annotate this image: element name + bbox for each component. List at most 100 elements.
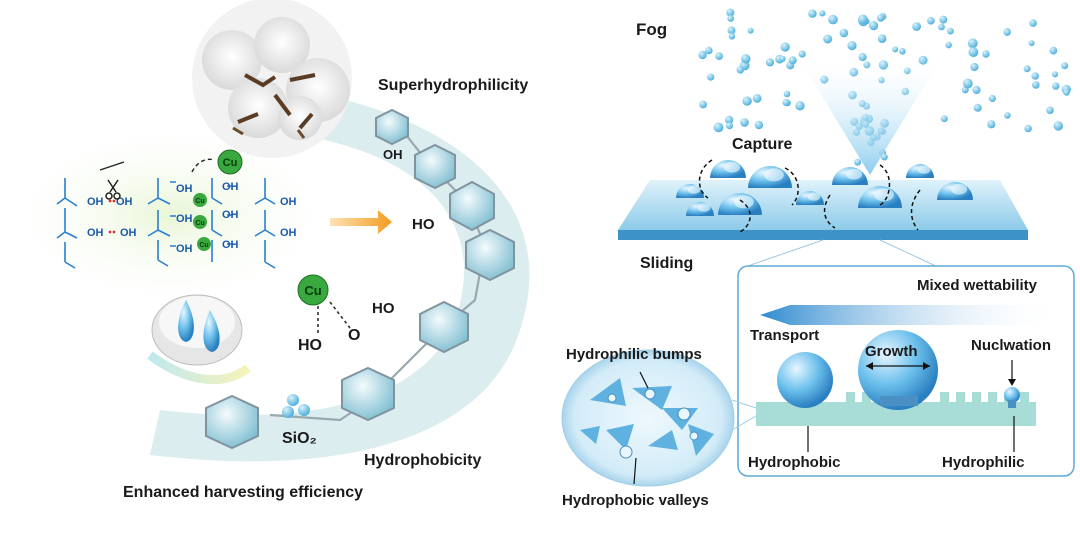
fog-droplet: [788, 56, 797, 65]
fog-droplet: [742, 96, 752, 106]
capture-label: Capture: [732, 136, 793, 153]
hydrophilic-bumps-label: Hydrophilic bumps: [566, 346, 702, 363]
cellulose-chains: [56, 178, 276, 269]
fog-droplet: [1049, 46, 1058, 55]
surface-zoom-bubble: [561, 349, 735, 487]
zoom-lines: [741, 239, 941, 269]
fog-droplet: [713, 122, 724, 133]
mixed-wettability-label: Mixed wettability: [917, 277, 1038, 294]
cu-ion-molecule: [297, 274, 329, 306]
fog-droplet: [927, 17, 935, 25]
surface-pillar: [988, 392, 997, 404]
fog-droplet: [1061, 62, 1069, 70]
fog-droplet: [1063, 89, 1070, 96]
surface-pillar: [862, 392, 871, 404]
surface-pillar: [972, 392, 981, 404]
droplet-highlight: [917, 165, 931, 174]
droplet-highlight: [764, 168, 784, 182]
hydrophobicity-label: Hydrophobicity: [364, 452, 482, 469]
hydroxyl-ho-label: HO: [372, 300, 395, 317]
benzene-rings: [205, 108, 515, 450]
fog-droplet: [899, 48, 906, 55]
cellulose-halo: [0, 120, 340, 310]
fog-droplet: [847, 41, 857, 51]
fog-droplet: [968, 47, 979, 58]
arrow-head: [1008, 379, 1016, 386]
hydroxyl-label: OH: [116, 196, 133, 208]
hydrophobic-label: Hydrophobic: [748, 454, 841, 471]
fog-droplet: [707, 73, 715, 81]
fog-droplet: [727, 15, 735, 22]
surface-pillar: [956, 392, 965, 404]
fog-droplet: [823, 34, 833, 44]
cu-label-small: Cu: [195, 220, 204, 227]
transport-droplet: [777, 352, 833, 408]
hydrophobic-valleys-label: Hydrophobic valleys: [562, 492, 709, 509]
sio2-particles: [282, 394, 310, 418]
enhanced-label: Enhanced harvesting efficiency: [123, 484, 364, 501]
substrate-edge: [618, 230, 1028, 240]
sliding-label: Sliding: [640, 255, 694, 272]
carbonyl-o-label: O: [348, 327, 361, 344]
fog-droplet: [1032, 81, 1040, 89]
fog-droplet: [988, 94, 997, 103]
sio2-label: SiO₂: [282, 430, 317, 447]
growth-label: Growth: [865, 343, 918, 360]
fog-droplet: [1004, 112, 1011, 119]
fog-droplet: [698, 50, 707, 60]
hydrogen-bond: [108, 199, 116, 234]
fog-droplet: [1031, 72, 1039, 80]
fog-droplet: [947, 27, 954, 35]
fog-droplet: [877, 34, 887, 43]
fog-droplet: [795, 101, 805, 111]
fog-droplet: [724, 115, 734, 125]
bump-droplets: [607, 388, 699, 459]
droplet-highlight: [807, 192, 821, 201]
fog-droplet: [779, 55, 786, 62]
hydroxyl-label: OH: [280, 196, 297, 208]
fog-droplet: [858, 14, 868, 25]
droplet-highlight: [697, 203, 711, 212]
fog-droplet: [1029, 19, 1037, 27]
fog-droplet: [982, 50, 990, 58]
cu-label-top: Cu: [223, 157, 238, 169]
fog-droplet: [869, 21, 879, 31]
fog-droplet: [939, 15, 948, 24]
hydroxyl-label: OH: [280, 227, 297, 239]
cu-label-small: Cu: [195, 198, 204, 205]
hydroxyl-label: OH: [176, 243, 193, 255]
hydrophilic-label: Hydrophilic: [942, 454, 1025, 471]
fog-droplet: [1024, 124, 1032, 133]
hydroxyl-ho-label: HO: [298, 337, 322, 354]
fog-droplet: [754, 120, 764, 130]
hydroxyl-label: OH: [87, 227, 104, 239]
fog-droplet: [752, 94, 762, 103]
nucleation-label: Nuclwation: [971, 337, 1052, 354]
arrow-head: [866, 362, 873, 370]
fog-droplet: [854, 158, 862, 166]
fog-droplet: [705, 46, 713, 55]
cotton-image: [192, 0, 352, 158]
fog-droplet: [892, 46, 899, 53]
hydroxyl-label: OH: [120, 227, 137, 239]
bubble-connector: [731, 399, 757, 431]
arrow-head: [923, 362, 930, 370]
fog-droplet: [828, 14, 838, 25]
fog-droplet: [819, 10, 826, 17]
fog-droplet: [1023, 65, 1031, 73]
fog-droplets: [698, 8, 1072, 166]
flow-arrows: [698, 159, 921, 233]
valleys-pointer: [633, 457, 637, 485]
fog-droplet: [798, 50, 806, 58]
fog-droplet: [715, 52, 723, 60]
fog-droplet: [747, 27, 754, 34]
fog-droplet: [728, 33, 736, 40]
droplet-highlight: [723, 161, 741, 173]
fog-droplet: [741, 54, 751, 64]
fog-droplet: [736, 66, 745, 74]
cu-ions-chain: [193, 193, 211, 251]
fog-droplet: [1003, 28, 1011, 36]
fog-droplet: [765, 58, 775, 67]
fog-funnel: [800, 60, 940, 175]
